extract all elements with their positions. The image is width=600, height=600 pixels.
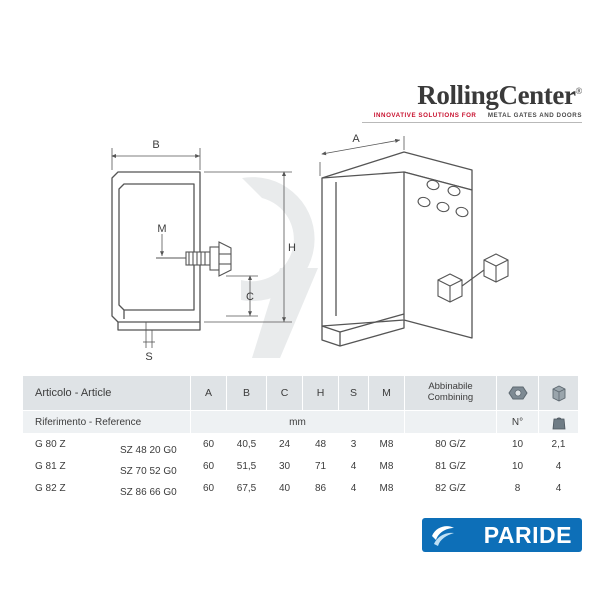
table-row: G 82 Z 60 67,5 40 86 4 M8 82 G/Z 8 4 — [22, 477, 579, 500]
cell-h: 71 — [302, 455, 339, 478]
dimension-label-m: M — [157, 223, 166, 235]
cell-quantity: 10 — [496, 455, 539, 478]
table-row: G 80 Z 60 40,5 24 48 3 M8 80 G/Z 10 2,1 — [22, 433, 579, 456]
reference-value: SZ 48 20 G0 — [120, 445, 177, 456]
paride-label-wrap: PARIDE — [422, 518, 582, 552]
brand-logo-enter: enter — [517, 80, 576, 110]
dimension-c — [226, 275, 258, 317]
cell-weight: 4 — [538, 455, 579, 478]
cell-c: 24 — [266, 433, 303, 456]
subheader-blank — [404, 410, 497, 434]
header-quantity-icon-cell — [496, 375, 539, 411]
header-combining: Abbinabile Combining — [404, 375, 497, 411]
reference-value: SZ 86 66 G0 — [120, 487, 177, 498]
cell-s: 4 — [338, 477, 369, 500]
cell-b: 67,5 — [226, 477, 267, 500]
header-article: Articolo - Article — [22, 375, 191, 411]
cell-s: 3 — [338, 433, 369, 456]
brand-tagline-grey: METAL GATES AND DOORS — [487, 112, 582, 119]
cell-c: 30 — [266, 455, 303, 478]
cell-b: 40,5 — [226, 433, 267, 456]
cell-m: M8 — [368, 477, 405, 500]
cell-a: 60 — [190, 455, 227, 478]
brand-logo-olling: olling — [436, 80, 499, 110]
reference-column: SZ 48 20 G0 SZ 70 52 G0 SZ 86 66 G0 — [120, 418, 210, 503]
cell-a: 60 — [190, 477, 227, 500]
subheader-reference: Riferimento - Reference — [22, 410, 191, 434]
cell-article: G 82 Z — [22, 477, 191, 500]
brand-tagline: INNOVATIVE SOLUTIONS FOR METAL GATES AND… — [362, 112, 582, 119]
header-m: M — [368, 375, 405, 411]
reference-column-header — [120, 418, 210, 440]
table-row: G 81 Z 60 51,5 30 71 4 M8 81 G/Z 10 4 — [22, 455, 579, 478]
cell-article: G 81 Z — [22, 455, 191, 478]
paride-label: PARIDE — [483, 521, 572, 548]
drawing-bolt-assembly — [156, 241, 232, 277]
cell-a: 60 — [190, 433, 227, 456]
brand-tagline-red: INNOVATIVE SOLUTIONS FOR — [373, 112, 477, 119]
cell-c: 40 — [266, 477, 303, 500]
cell-s: 4 — [338, 455, 369, 478]
registered-trademark-icon: ® — [575, 86, 583, 96]
reference-value: SZ 70 52 G0 — [120, 466, 177, 477]
cell-b: 51,5 — [226, 455, 267, 478]
subheader-weight-icon-cell — [538, 410, 579, 434]
box-icon — [552, 385, 565, 402]
header-combining-it: Abbinabile — [428, 381, 473, 393]
cell-m: M8 — [368, 433, 405, 456]
header-c: C — [266, 375, 303, 411]
subheader-unit: mm — [190, 410, 405, 434]
drawing-iso-bolts — [437, 253, 509, 303]
dimension-h — [204, 171, 292, 323]
header-weight-icon-cell — [538, 375, 579, 411]
cell-weight: 2,1 — [538, 433, 579, 456]
header-b: B — [226, 375, 267, 411]
drawing-mounting-holes — [417, 179, 469, 218]
dimension-label-h: H — [288, 242, 296, 254]
cell-weight: 4 — [538, 477, 579, 500]
brand-logo-wordmark: RollingCenter® — [362, 82, 582, 109]
dimension-label-a: A — [352, 133, 360, 145]
paride-logo: PARIDE — [422, 518, 582, 552]
dimension-s — [143, 322, 155, 348]
cell-quantity: 8 — [496, 477, 539, 500]
header-s: S — [338, 375, 369, 411]
drawing-iso-view — [321, 151, 473, 347]
cell-m: M8 — [368, 455, 405, 478]
specification-table: Articolo - Article A B C H S M Abbinabil… — [22, 375, 579, 500]
header-a: A — [190, 375, 227, 411]
header-combining-en: Combining — [427, 392, 474, 403]
hex-nut-icon — [507, 386, 528, 400]
cell-h: 48 — [302, 433, 339, 456]
cell-combining: 80 G/Z — [404, 433, 497, 456]
dimension-label-s: S — [145, 351, 152, 363]
technical-drawing: B M S C H — [0, 130, 600, 370]
table-header-row: Articolo - Article A B C H S M Abbinabil… — [22, 375, 579, 411]
header-h: H — [302, 375, 339, 411]
dimension-b — [111, 148, 201, 170]
table-subheader-row: Riferimento - Reference mm N° — [22, 410, 579, 434]
cell-combining: 81 G/Z — [404, 455, 497, 478]
drawing-front-view — [111, 171, 201, 331]
brand-logo-divider — [362, 122, 582, 124]
brand-logo-r: R — [417, 80, 437, 110]
cell-h: 86 — [302, 477, 339, 500]
cell-quantity: 10 — [496, 433, 539, 456]
swoosh-icon — [430, 522, 456, 548]
dimension-label-b: B — [152, 139, 159, 151]
brand-logo: RollingCenter® INNOVATIVE SOLUTIONS FOR … — [362, 82, 582, 124]
cell-combining: 82 G/Z — [404, 477, 497, 500]
dimension-a — [319, 136, 405, 176]
dimension-label-c: C — [246, 291, 254, 303]
weight-kg-icon — [552, 417, 565, 430]
brand-logo-c: C — [498, 80, 518, 110]
cell-article: G 80 Z — [22, 433, 191, 456]
subheader-quantity: N° — [496, 410, 539, 434]
